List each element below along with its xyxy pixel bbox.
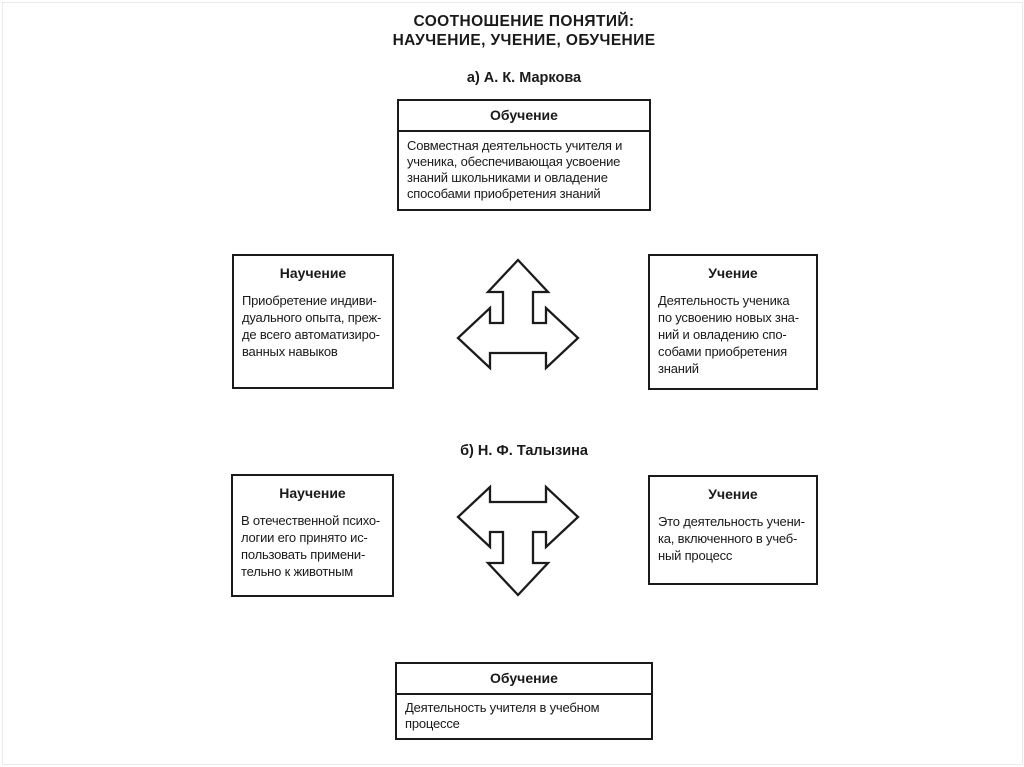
uchenie-box-b: Учение Это деятельность учени- ка, включ…	[648, 475, 818, 585]
uchenie-box-a-body: Деятельность ученика по усвоению новых з…	[658, 293, 799, 376]
nauchenie-box-b-body: В отечественной психо- логии его принято…	[241, 513, 381, 579]
uchenie-box-b-body: Это деятельность учени- ка, включенного …	[658, 514, 805, 563]
obuchenie-box-a: Обучение Совместная деятельность учителя…	[397, 99, 651, 211]
obuchenie-box-b: Обучение Деятельность учителя в учебном …	[395, 662, 653, 740]
nauchenie-box-b-header: Научение	[279, 485, 346, 501]
section-a-label: а) А. К. Маркова	[466, 70, 582, 86]
nauchenie-box-a-header: Научение	[279, 265, 347, 281]
three-way-arrow-left-right-down-icon	[456, 484, 580, 597]
obuchenie-box-b-body: Деятельность учителя в учебном процессе	[405, 700, 600, 731]
nauchenie-box-b: Научение В отечественной психо- логии ег…	[231, 474, 394, 597]
three-way-arrow-up-left-right-icon	[456, 258, 580, 371]
uchenie-box-a-header: Учение	[708, 265, 758, 281]
uchenie-box-a: Учение Деятельность ученика по усвоению …	[648, 254, 818, 390]
nauchenie-box-a: Научение Приобретение индиви- дуального …	[232, 254, 394, 389]
section-b-label: б) Н. Ф. Талызина	[460, 443, 588, 459]
nauchenie-box-a-body: Приобретение индиви- дуального опыта, пр…	[242, 293, 382, 359]
uchenie-box-b-header: Учение	[708, 486, 758, 502]
obuchenie-box-a-body: Совместная деятельность учителя и ученик…	[407, 138, 623, 201]
page-title: СООТНОШЕНИЕ ПОНЯТИЙ: НАУЧЕНИЕ, УЧЕНИЕ, О…	[392, 13, 656, 49]
obuchenie-box-a-header: Обучение	[399, 101, 649, 132]
obuchenie-box-b-header: Обучение	[397, 664, 651, 695]
